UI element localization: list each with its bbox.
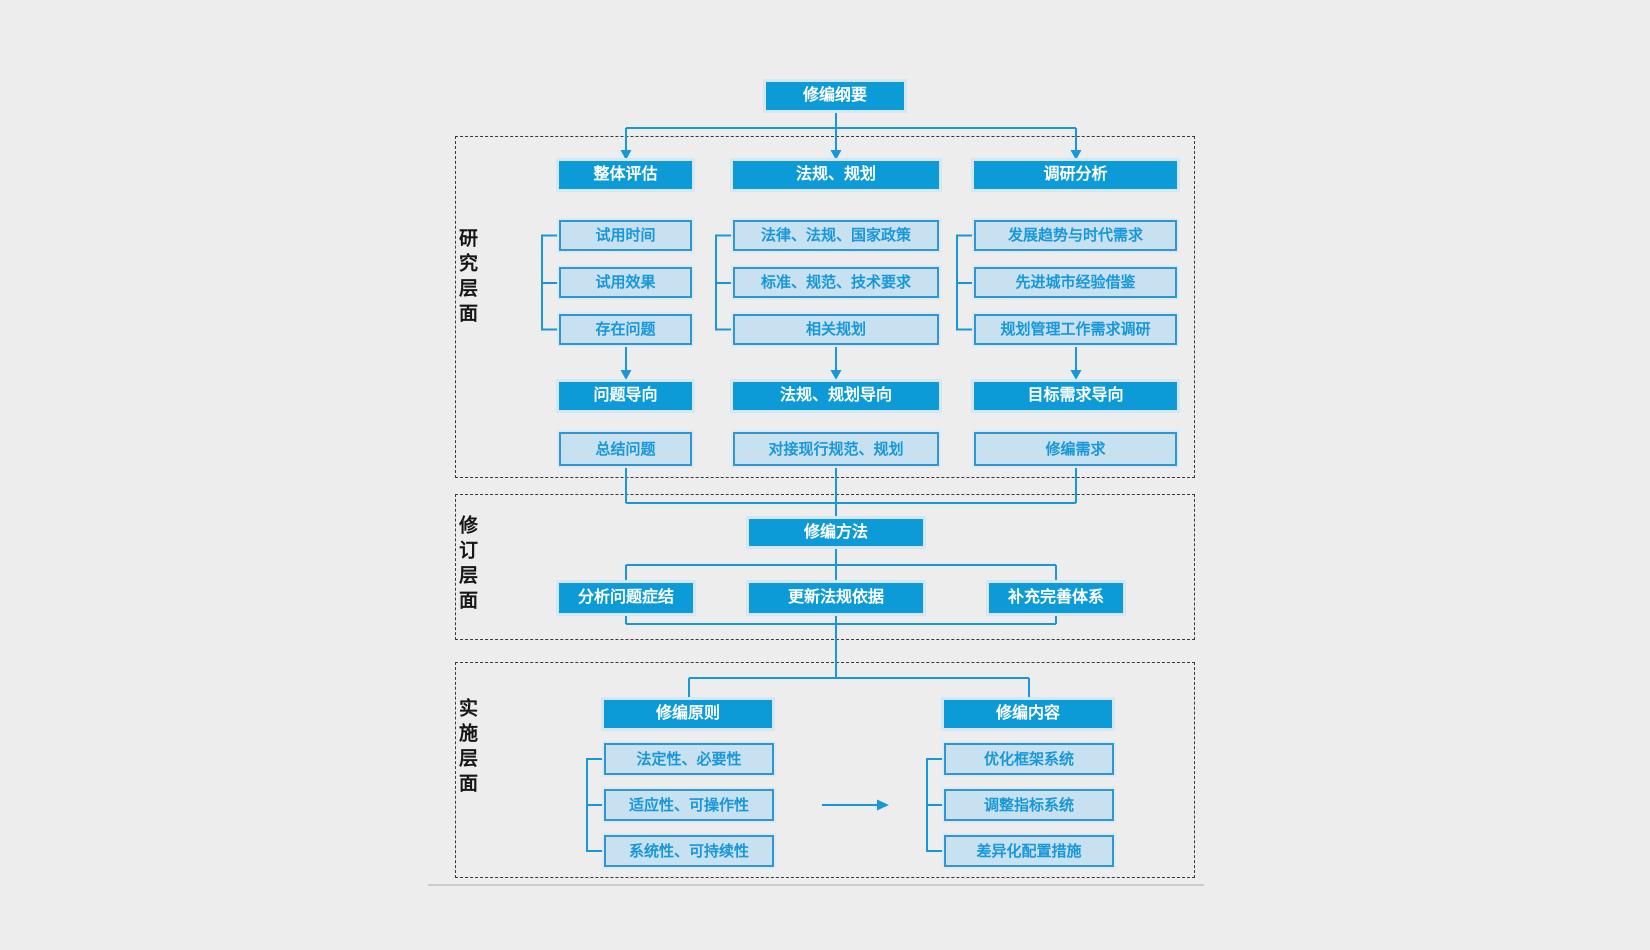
content-adjust-indicators: 调整指标系统 [944, 789, 1114, 821]
section-research-frame [455, 136, 1195, 478]
item-related-plans: 相关规划 [733, 314, 939, 345]
section-label-research: 研究层面 [456, 228, 477, 328]
item-city-experience: 先进城市经验借鉴 [974, 267, 1177, 298]
result-revision-needs: 修编需求 [974, 432, 1177, 466]
principle-legality-necessity: 法定性、必要性 [604, 743, 774, 775]
approach-update-legal-basis: 更新法规依据 [749, 583, 923, 613]
principle-adaptability-operability: 适应性、可操作性 [604, 789, 774, 821]
header-revision-principles: 修编原则 [604, 700, 772, 728]
item-existing-problems: 存在问题 [559, 314, 692, 345]
content-differentiated-measures: 差异化配置措施 [944, 835, 1114, 867]
header-laws-plans: 法规、规划 [733, 161, 939, 189]
item-laws-regulations-policies: 法律、法规、国家政策 [733, 220, 939, 251]
direction-problem-oriented: 问题导向 [559, 382, 692, 410]
result-summarize-problems: 总结问题 [559, 432, 692, 466]
section-revision-frame [455, 494, 1195, 640]
header-overall-evaluation: 整体评估 [559, 161, 692, 189]
direction-goal-demand-oriented: 目标需求导向 [974, 382, 1177, 410]
item-trial-effect: 试用效果 [559, 267, 692, 298]
section-implementation-frame [455, 662, 1195, 878]
item-development-trends: 发展趋势与时代需求 [974, 220, 1177, 251]
node-outline-revision-root: 修编纲要 [766, 82, 904, 110]
header-revision-contents: 修编内容 [944, 700, 1112, 728]
approach-analyze-problem-crux: 分析问题症结 [559, 583, 693, 613]
result-align-current-norms: 对接现行规范、规划 [733, 432, 939, 466]
item-standards-requirements: 标准、规范、技术要求 [733, 267, 939, 298]
content-optimize-framework: 优化框架系统 [944, 743, 1114, 775]
item-trial-time: 试用时间 [559, 220, 692, 251]
node-revision-method: 修编方法 [749, 519, 923, 546]
section-label-revision: 修订层面 [456, 515, 477, 615]
principle-systematic-sustainable: 系统性、可持续性 [604, 835, 774, 867]
direction-laws-plans-oriented: 法规、规划导向 [733, 382, 939, 410]
item-management-needs-survey: 规划管理工作需求调研 [974, 314, 1177, 345]
section-label-implementation: 实施层面 [456, 698, 477, 798]
approach-supplement-system: 补充完善体系 [989, 583, 1123, 613]
baseline-divider [428, 884, 1204, 886]
header-research-analysis: 调研分析 [974, 161, 1177, 189]
